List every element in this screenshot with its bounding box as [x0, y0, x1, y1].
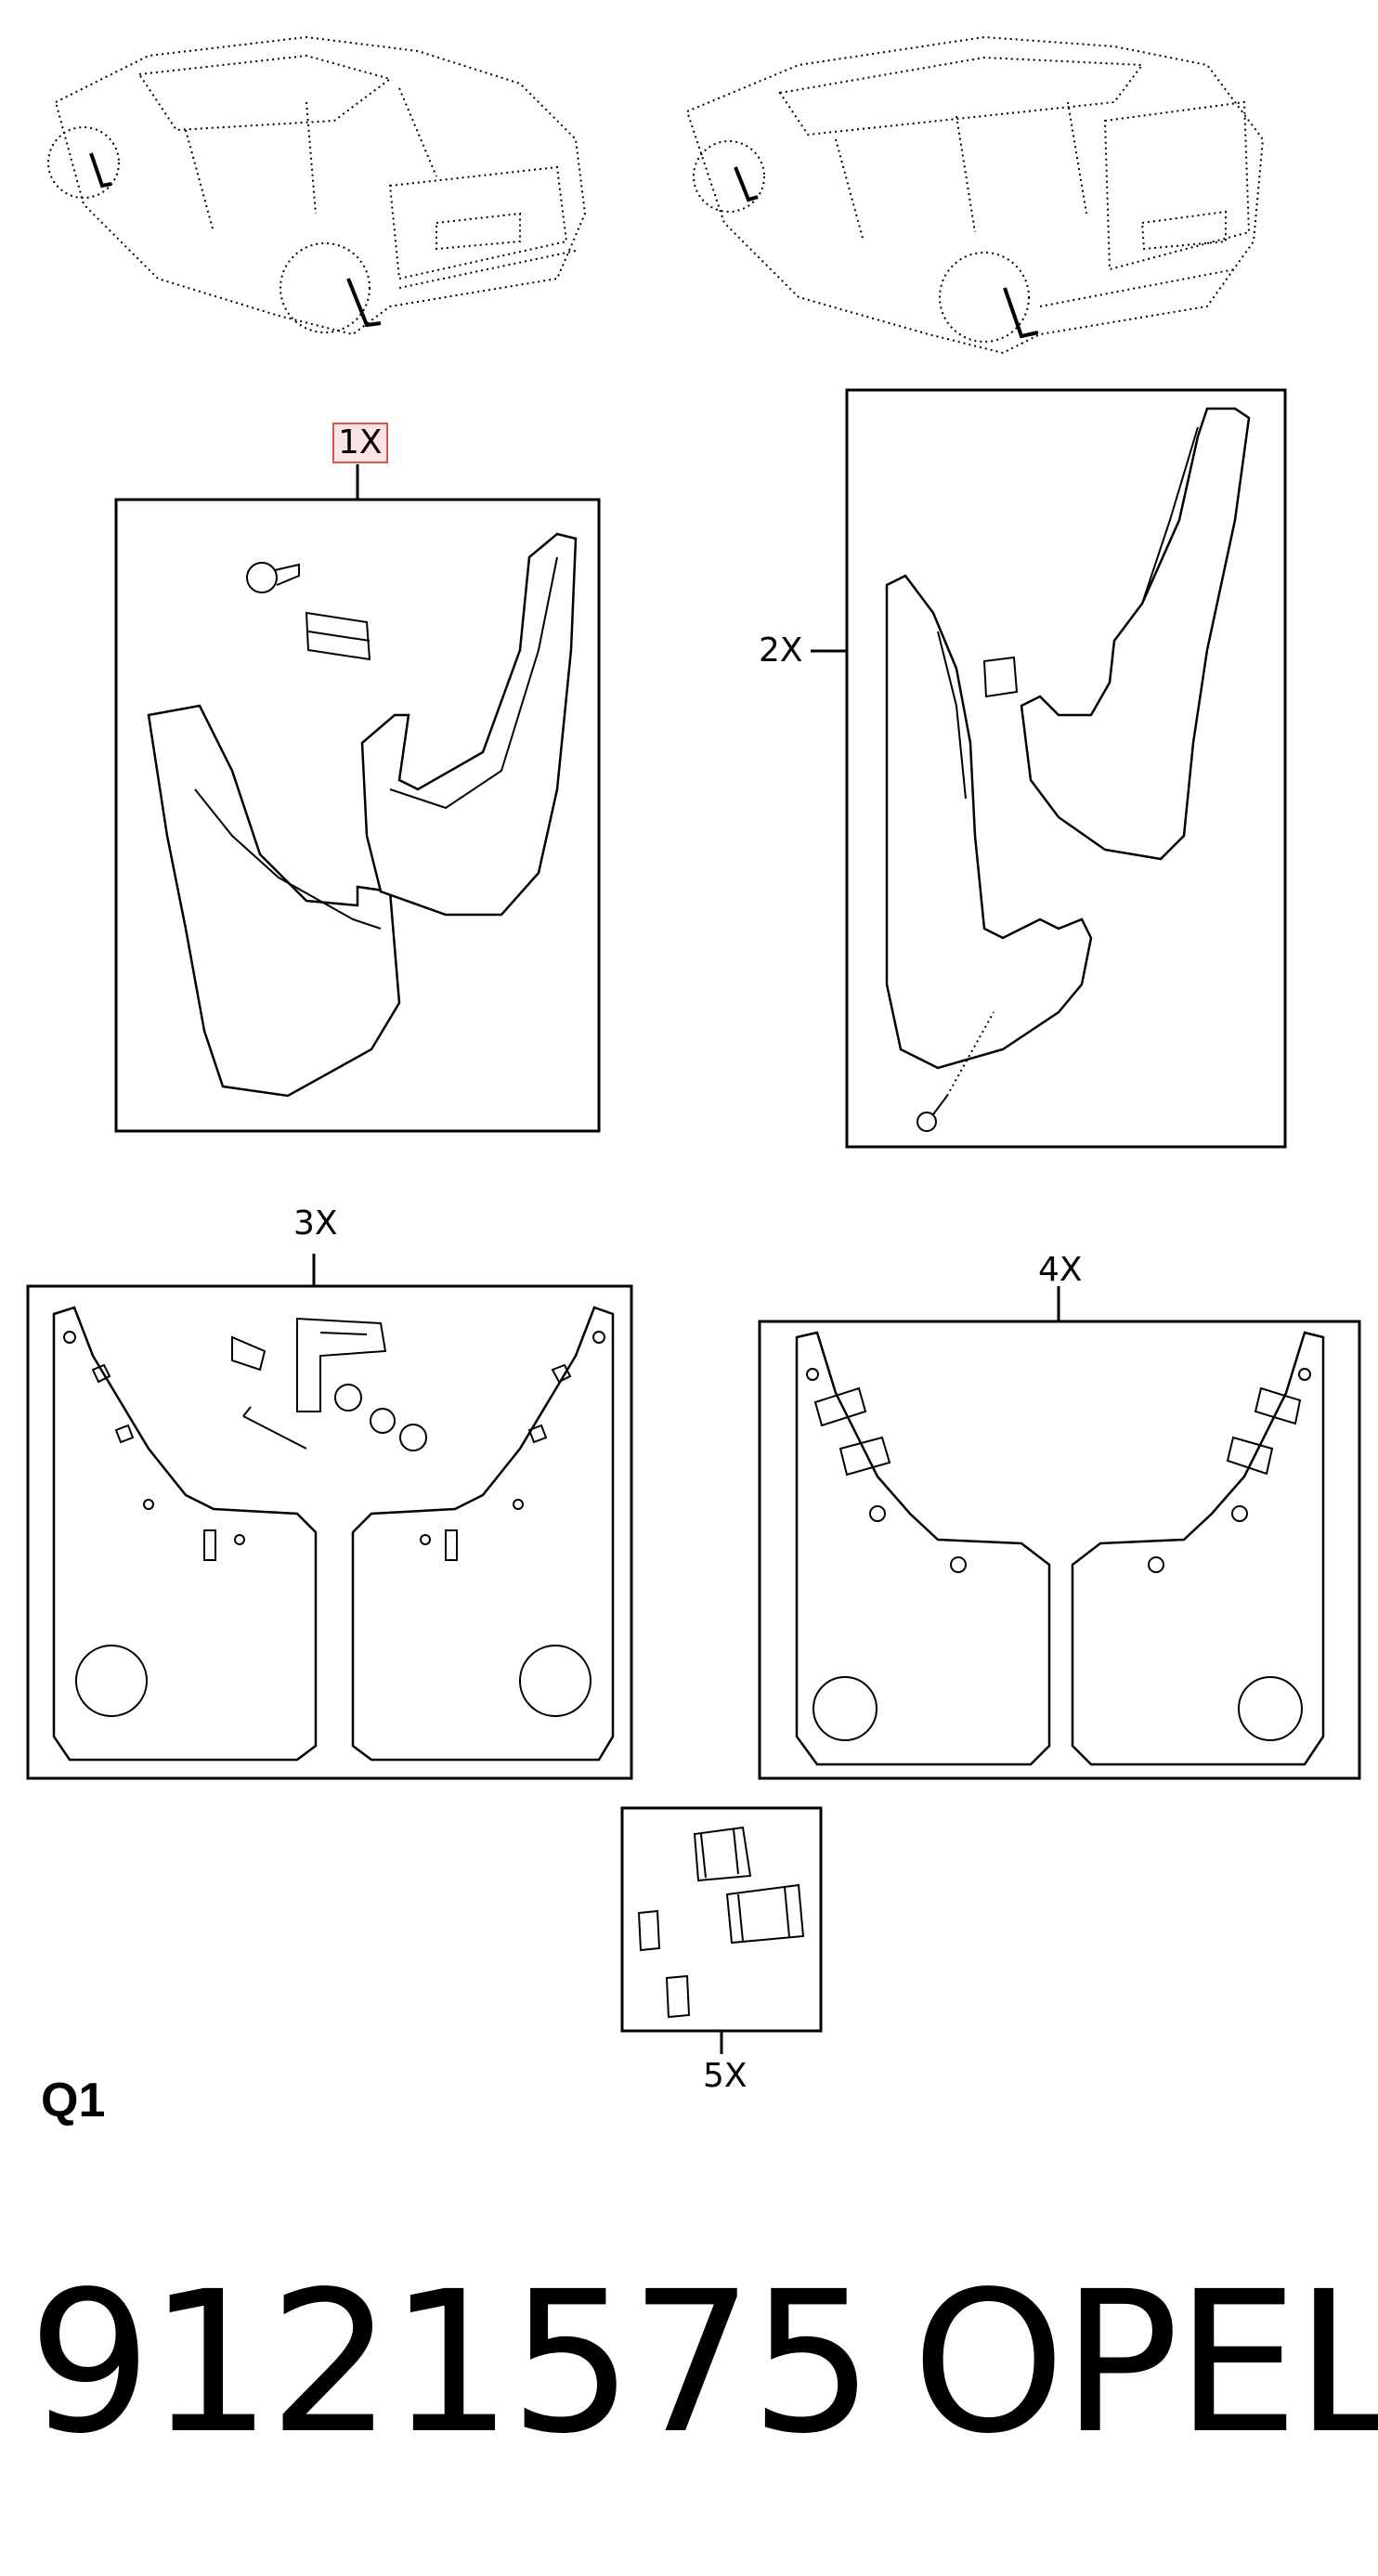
estate-front-wheel-flap-marker [734, 166, 759, 202]
callout-2-label: 2X [759, 631, 803, 670]
estate-car-illustration [685, 35, 1265, 355]
estate-rear-wheel-flap-marker [1003, 287, 1039, 339]
brand-name: OPEL [912, 2249, 1378, 2477]
panel-3-mud-flaps-with-hardware [26, 1254, 633, 1780]
callout-4-label: 4X [1038, 1251, 1083, 1289]
callout-3-label: 3X [293, 1204, 338, 1242]
hatchback-car-illustration [47, 35, 587, 336]
section-code: Q1 [41, 2074, 106, 2127]
panel-2-mud-flaps-estate [811, 388, 1287, 1149]
panel-5-clip-set [620, 1806, 823, 2054]
callout-5-label: 5X [703, 2057, 748, 2095]
panel-4-mud-flaps-with-clips [758, 1286, 1361, 1780]
panel-1-mud-flaps-hatchback [114, 464, 601, 1133]
hatchback-front-wheel-flap-marker [89, 152, 112, 189]
part-number: 9121575 [28, 2249, 874, 2477]
hatchback-rear-wheel-flap-marker [346, 278, 382, 328]
callout-1-label: 1X [332, 423, 388, 463]
